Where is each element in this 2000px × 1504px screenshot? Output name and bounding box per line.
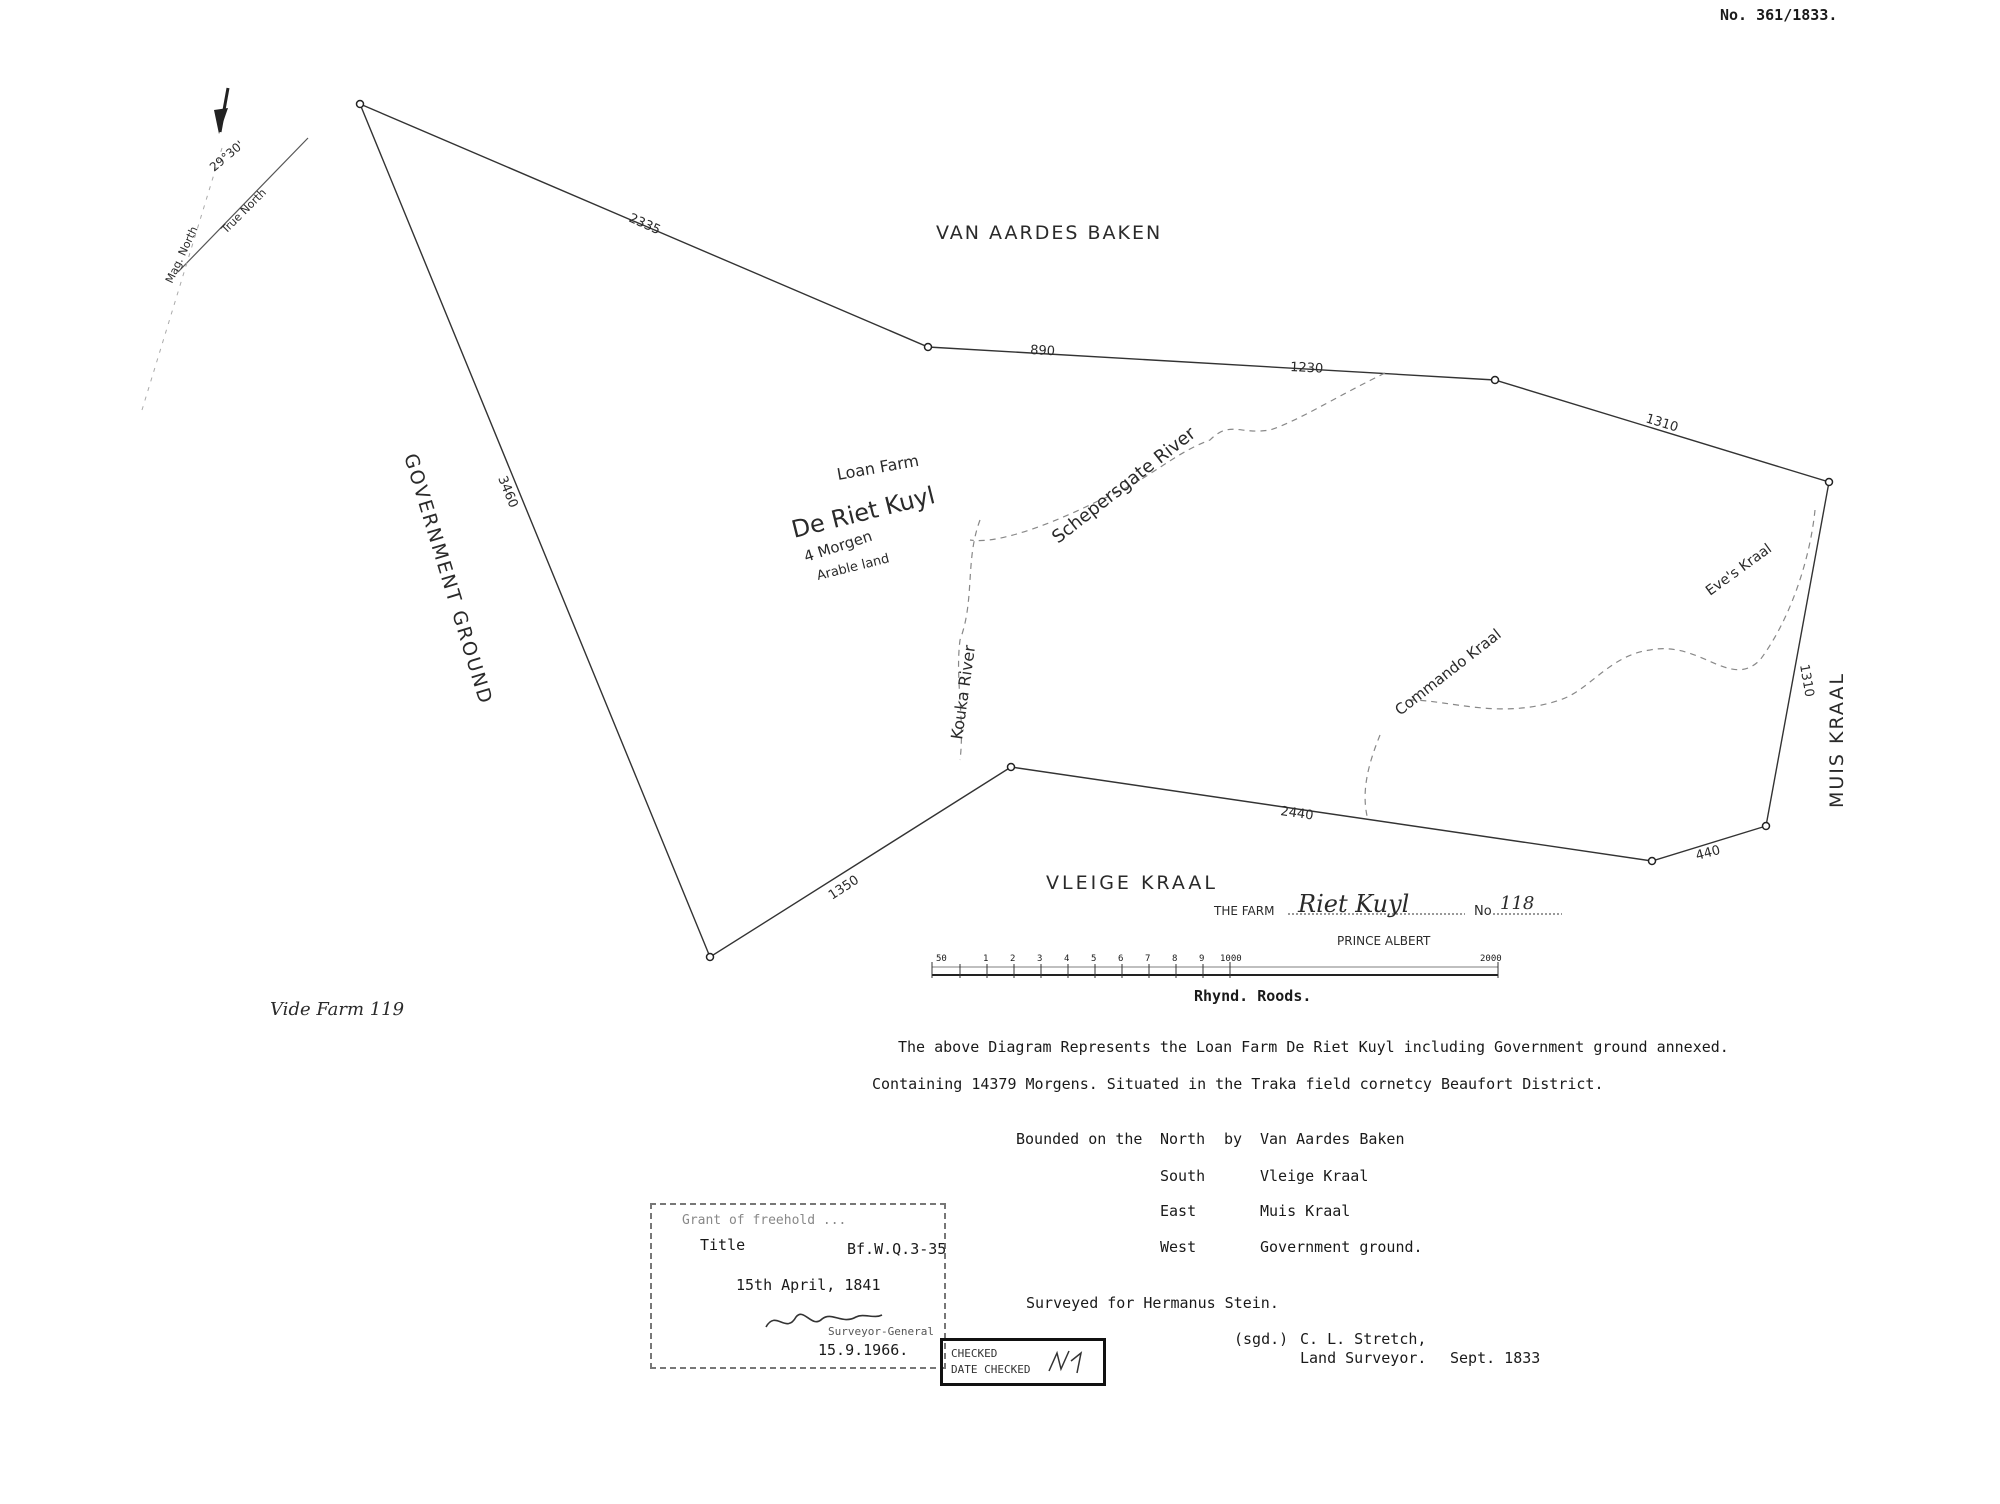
loan-farm-label: Loan Farm — [835, 451, 920, 484]
bound-direction-west: West — [1160, 1238, 1197, 1256]
bound-direction-south: South — [1160, 1167, 1206, 1185]
title-division: PRINCE ALBERT — [1337, 934, 1431, 948]
side-length-n1: 890 — [1030, 343, 1056, 359]
scale-tick-8: 8 — [1172, 954, 1177, 964]
scale-unit-label: Rhynd. Roods. — [1194, 987, 1311, 1005]
declination-label: 29°30' — [207, 138, 247, 174]
kouka-river-line — [957, 519, 981, 761]
scale-tick-3: 3 — [1037, 954, 1042, 964]
schepersgate-river-label: Schepersgate River — [1048, 423, 1200, 548]
stamp-surveyor-general: Surveyor-General — [828, 1325, 934, 1338]
checked-initials — [1048, 1350, 1083, 1374]
description-line-2: Containing 14379 Morgens. Situated in th… — [872, 1075, 1604, 1093]
scale-tick-9: 9 — [1199, 954, 1204, 964]
scale-tick-0: 50 — [936, 954, 947, 964]
side-length-se: 440 — [1694, 843, 1722, 864]
side-length-e: 1310 — [1796, 663, 1817, 698]
bound-name-south: Vleige Kraal — [1260, 1167, 1369, 1185]
west-neighbour-label: GOVERNMENT GROUND — [399, 451, 497, 708]
schepersgate-river-line — [969, 372, 1386, 542]
title-deed-stamp: Grant of freehold ... Title Bf.W.Q.3-35 … — [650, 1203, 946, 1369]
stamp-title-label: Title — [700, 1236, 746, 1254]
scale-tick-2000: 2000 — [1480, 954, 1502, 964]
commando-kraal-label: Commando Kraal — [1391, 625, 1504, 719]
surveyed-for: Surveyed for Hermanus Stein. — [1026, 1294, 1279, 1312]
south-neighbour-label: VLEIGE KRAAL — [1046, 872, 1218, 894]
true-north-label: True North — [218, 186, 269, 237]
bounds-by: by — [1224, 1130, 1243, 1148]
scale-tick-1: 1 — [983, 954, 988, 964]
description-line-1: The above Diagram Represents the Loan Fa… — [898, 1038, 1729, 1056]
beacon-points — [355, 99, 1834, 962]
bound-direction-north: North — [1160, 1130, 1206, 1148]
kouka-river-label: Kouka River — [947, 643, 979, 740]
surveyor-general-signature — [765, 1313, 883, 1328]
bound-name-north: Van Aardes Baken — [1260, 1130, 1405, 1148]
signature-name: C. L. Stretch, — [1300, 1330, 1427, 1348]
bound-direction-east: East — [1160, 1202, 1197, 1220]
side-length-nw: 2335 — [626, 211, 662, 238]
scale-tick-1000: 1000 — [1220, 954, 1242, 964]
stamp-header: Grant of freehold ... — [682, 1213, 847, 1228]
document-number: No. 361/1833. — [1720, 6, 1838, 24]
signature-date: Sept. 1833 — [1450, 1349, 1541, 1367]
scale-tick-5: 5 — [1091, 954, 1096, 964]
stamp-date: 15th April, 1841 — [736, 1276, 881, 1294]
eves-kraal-label: Eve's Kraal — [1703, 541, 1775, 599]
scale-tick-6: 6 — [1118, 954, 1123, 964]
side-length-n2: 1230 — [1290, 360, 1324, 377]
stamp-signed-date: 15.9.1966. — [818, 1341, 909, 1359]
north-arrow — [141, 87, 309, 411]
title-no-value: 118 — [1500, 893, 1534, 914]
signature-sgd: (sgd.) — [1234, 1330, 1289, 1348]
bounds-intro: Bounded on the — [1016, 1130, 1143, 1148]
east-neighbour-label: MUIS KRAAL — [1826, 672, 1848, 808]
side-length-ne: 1310 — [1644, 411, 1680, 435]
title-prefix: THE FARM — [1213, 904, 1274, 918]
side-length-s: 2440 — [1279, 804, 1314, 823]
scale-bar: 50 1 2 3 4 5 6 7 8 9 1000 2000 — [931, 954, 1502, 978]
vide-farm-label: Vide Farm 119 — [270, 999, 404, 1020]
east-stream-line — [1409, 509, 1816, 710]
title-no-label: No — [1474, 904, 1492, 919]
checked-stamp: CHECKED DATE CHECKED — [940, 1338, 1106, 1386]
signature-title: Land Surveyor. — [1300, 1349, 1427, 1367]
scale-tick-4: 4 — [1064, 954, 1069, 964]
stamp-title-ref: Bf.W.Q.3-35 — [847, 1240, 947, 1258]
side-length-sw: 1350 — [826, 873, 862, 904]
scale-tick-2: 2 — [1010, 954, 1015, 964]
bound-name-west: Government ground. — [1260, 1238, 1423, 1256]
side-length-w: 3460 — [494, 474, 520, 510]
checked-line-1: CHECKED — [951, 1347, 998, 1360]
commando-stream-line — [1364, 734, 1381, 821]
bound-name-east: Muis Kraal — [1260, 1202, 1351, 1220]
rivers — [957, 372, 1816, 821]
north-neighbour-label: VAN AARDES BAKEN — [936, 222, 1162, 244]
checked-line-2: DATE CHECKED — [951, 1363, 1031, 1376]
scale-tick-7: 7 — [1145, 954, 1150, 964]
title-farm-name: Riet Kuyl — [1297, 890, 1409, 918]
